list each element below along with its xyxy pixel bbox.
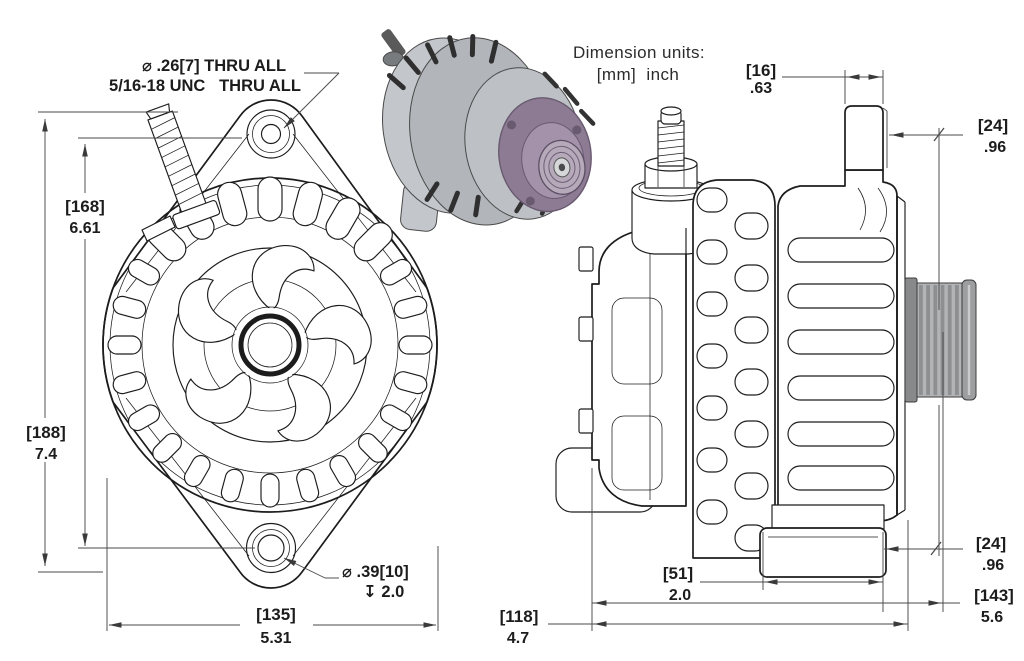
side-top-ear [844, 105, 884, 171]
terminal-2 [578, 316, 594, 342]
dim-188-inch: 7.4 [35, 446, 57, 463]
mounting-foot [759, 527, 887, 578]
dim-16-mm: [16] [746, 61, 776, 80]
cooling-fan [164, 236, 372, 448]
side-view [555, 105, 977, 578]
side-view-stud [631, 106, 711, 255]
dim-143-inch: 5.6 [981, 609, 1003, 626]
dim-168-inch: 6.61 [69, 220, 100, 237]
bottom-hole-spec-line1: ⌀ .39[10] [342, 563, 409, 581]
dimension-graphics [38, 70, 963, 631]
dim-143-mm: [143] [974, 586, 1014, 605]
alternator-3d-render [381, 29, 596, 232]
front-view [102, 99, 438, 589]
front-view-stud [145, 103, 221, 230]
rear-fins [696, 187, 769, 552]
dim-24-bottom-mm: [24] [976, 534, 1006, 553]
top-hole-spec-line1: ⌀ .26[7] THRU ALL [142, 57, 286, 75]
top-hole-spec-line2: 5/16-18 UNC THRU ALL [109, 77, 301, 95]
front-fins [787, 187, 895, 491]
dim-24-top-inch: .96 [984, 139, 1006, 156]
dim-188-mm: [188] [26, 423, 66, 442]
dim-16-inch: .63 [750, 80, 772, 97]
units-value: [mm] inch [597, 65, 679, 84]
stud-tab [141, 215, 176, 242]
dim-51-mm: [51] [663, 564, 693, 583]
bottom-mounting-hole [257, 534, 285, 562]
dim-118-inch: 4.7 [507, 630, 529, 647]
terminal-1 [578, 246, 594, 272]
bottom-hole-spec-line2: ↧ 2.0 [363, 583, 404, 601]
top-mounting-ear [246, 109, 296, 159]
dim-168-mm: [168] [65, 197, 105, 216]
annotations: ⌀ .26[7] THRU ALL 5/16-18 UNC THRU ALL D… [26, 43, 1014, 647]
terminal-3 [578, 408, 594, 434]
dim-118-mm: [118] [500, 607, 539, 626]
top-threaded-hole [260, 123, 282, 145]
pulley [904, 277, 977, 403]
foot-neck [771, 504, 885, 530]
units-title: Dimension units: [573, 43, 705, 62]
dim-51-inch: 2.0 [669, 587, 691, 604]
dim-24-top-mm: [24] [978, 116, 1008, 135]
shaft-hub-ring [238, 313, 302, 377]
rear-housing [591, 229, 687, 507]
dim-135-mm: [135] [256, 605, 296, 624]
dim-24-bottom-inch: .96 [982, 557, 1004, 574]
dim-135-inch: 5.31 [260, 630, 291, 647]
